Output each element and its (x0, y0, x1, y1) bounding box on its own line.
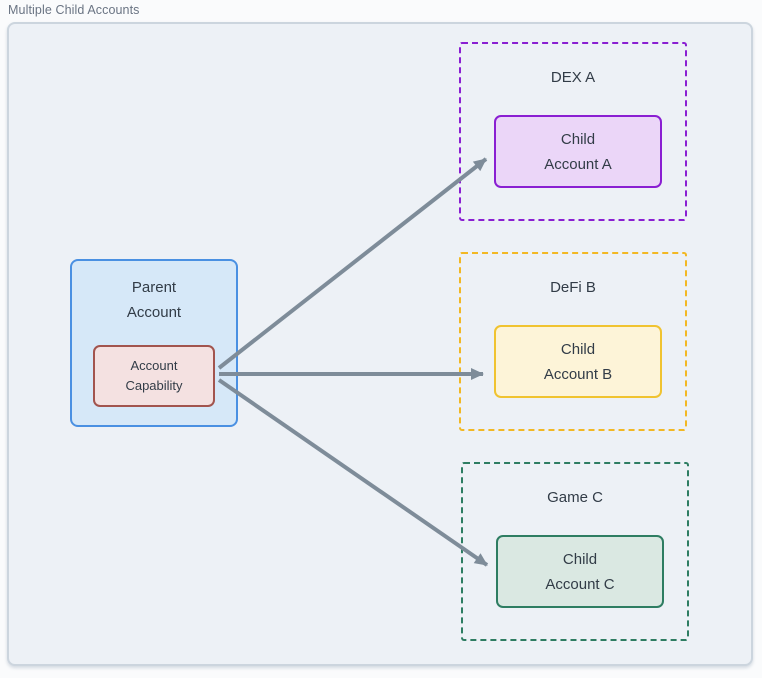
game-c-group: Game C Child Account C (461, 462, 689, 641)
parent-label-line-1: Parent (131, 279, 177, 296)
parent-account-label: Parent Account (72, 275, 236, 325)
child-b-label-line-1: Child (560, 340, 596, 358)
defi-b-group: DeFi B Child Account B (459, 252, 687, 431)
child-c-label-line-1: Child (562, 550, 598, 568)
dex-a-group-label: DEX A (550, 69, 596, 86)
child-account-c-node: Child Account C (496, 535, 664, 608)
child-a-label-line-2: Account A (544, 155, 612, 173)
child-a-label-line-1: Child (560, 130, 596, 148)
child-b-label-line-2: Account B (543, 365, 613, 383)
child-account-b-node: Child Account B (494, 325, 662, 398)
defi-b-group-label: DeFi B (550, 279, 596, 296)
capability-label-line-2: Capability (125, 378, 183, 393)
child-account-a-node: Child Account A (494, 115, 662, 188)
dex-a-group: DEX A Child Account A (459, 42, 687, 221)
parent-account-node: Parent Account Account Capability (70, 259, 238, 427)
child-c-label-line-2: Account C (545, 575, 615, 593)
parent-label-line-2: Account (126, 304, 182, 321)
account-capability-node: Account Capability (93, 345, 215, 407)
game-c-group-label: Game C (547, 489, 603, 506)
capability-label-line-1: Account (130, 358, 178, 373)
diagram-title: Multiple Child Accounts (8, 3, 140, 17)
